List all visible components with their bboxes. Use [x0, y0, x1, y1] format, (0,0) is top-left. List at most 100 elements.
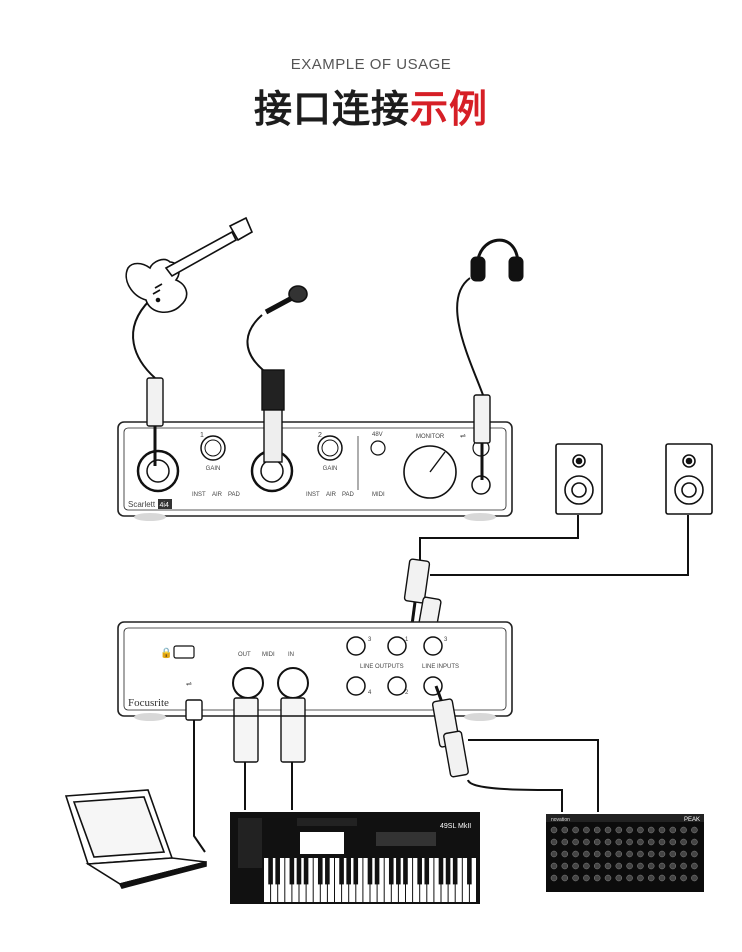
white-key [335, 858, 342, 902]
white-key [398, 858, 405, 902]
synth-knob [637, 874, 644, 882]
white-key [455, 858, 462, 902]
synth-knob [561, 862, 569, 870]
white-key [427, 858, 434, 902]
synth-knob [583, 838, 590, 846]
synth-knob [604, 850, 612, 858]
synth-knob [561, 826, 569, 834]
black-key [367, 858, 373, 885]
synth-knob [680, 874, 687, 882]
midi-out-label: OUT [238, 652, 251, 658]
line-outputs-label: LINE OUTPUTS [360, 664, 404, 670]
synth-knob [593, 874, 601, 882]
white-key [370, 858, 377, 902]
pad-2-label: PAD [342, 492, 355, 498]
gain-1-label: GAIN [206, 466, 221, 472]
phantom-label: 48V [372, 432, 383, 438]
white-key [384, 858, 391, 902]
synth-knob [658, 838, 666, 846]
synth-knob [593, 826, 601, 834]
lock-icon: 🔒 [160, 647, 172, 659]
white-key [406, 858, 413, 902]
gain-2-label: GAIN [323, 466, 338, 472]
black-key [317, 858, 323, 885]
synth-knob [604, 874, 612, 882]
synth-knob [626, 850, 633, 858]
in-3-num: 3 [444, 637, 448, 643]
guitar-cable [132, 299, 156, 379]
input-1-number: 1 [200, 432, 204, 439]
keyboard-model-label: 49SL MkII [440, 823, 471, 830]
synth-knob [691, 862, 698, 870]
synth-knob [647, 838, 655, 846]
black-key [296, 858, 302, 885]
white-key [299, 858, 306, 902]
synth-knob [626, 838, 633, 846]
kensington-slot [173, 645, 195, 659]
white-key [278, 858, 285, 902]
air-2-label: AIR [326, 492, 337, 498]
inst-2-label: INST [306, 492, 320, 498]
monitor-label: MONITOR [416, 434, 445, 440]
rear-usb-icon: ⇌ [186, 681, 192, 688]
black-key [452, 858, 458, 885]
synth-knob [691, 838, 698, 846]
white-key [363, 858, 370, 902]
synth-knob [615, 826, 623, 834]
black-key [424, 858, 430, 885]
mic-xlr-plug [261, 369, 285, 463]
input-2-number: 2 [318, 432, 322, 439]
synth-knob [572, 874, 579, 882]
synth-knob [583, 874, 590, 882]
mic-cable [246, 314, 264, 371]
black-key [396, 858, 401, 885]
black-key [339, 858, 344, 885]
white-key [356, 858, 363, 902]
model-badge: 4i4 [160, 502, 169, 509]
synth-knob [615, 862, 623, 870]
black-key [388, 858, 394, 885]
synth-knob [637, 838, 644, 846]
synth-knob [669, 826, 677, 834]
out-2-num: 2 [405, 690, 409, 696]
line-inputs-label: LINE INPUTS [422, 664, 459, 670]
white-key [391, 858, 398, 902]
synth-knob [572, 838, 579, 846]
synth-knob [680, 838, 687, 846]
white-key [420, 858, 427, 902]
white-key [320, 858, 327, 902]
synth-knob [669, 838, 677, 846]
white-key [306, 858, 313, 902]
synth-knob [658, 874, 666, 882]
midi-plugs [233, 697, 306, 763]
synth-knob [593, 838, 601, 846]
synth-model: PEAK [684, 817, 700, 823]
white-key [413, 858, 420, 902]
synth-knob [647, 826, 655, 834]
white-key [462, 858, 469, 902]
white-key [342, 858, 349, 902]
synth-knob [626, 874, 633, 882]
black-key [303, 858, 309, 885]
black-key [403, 858, 408, 885]
line-input-cable-a [467, 779, 563, 812]
synth-knob [615, 838, 623, 846]
synth-knob [691, 850, 698, 858]
guitar-plug [146, 377, 164, 466]
white-key [313, 858, 320, 902]
focusrite-rear-panel: 🔒 ⇌ Focusrite OUT MIDI IN 3 4 LINE OUTPU… [117, 621, 513, 721]
synth-knob [583, 850, 590, 858]
microphone-illustration [264, 285, 308, 315]
synth-knob [680, 826, 687, 834]
synth-knob [669, 862, 677, 870]
synth-knob [691, 874, 698, 882]
synth-knob [604, 862, 612, 870]
black-key [467, 858, 472, 885]
white-key [349, 858, 356, 902]
synth-knob [550, 826, 558, 834]
synth-knob [669, 874, 677, 882]
white-key [448, 858, 455, 902]
synth-knob [647, 862, 655, 870]
synth-knob [572, 862, 579, 870]
